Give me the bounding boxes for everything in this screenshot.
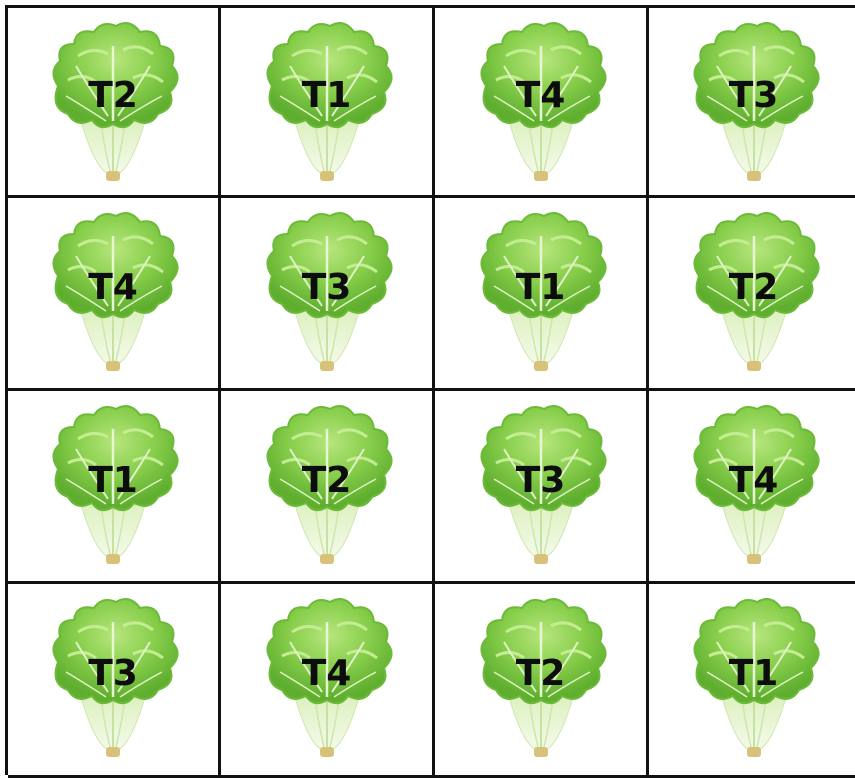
treatment-label: T1 — [88, 460, 138, 501]
grid-cell-r3-c2: T2 — [221, 391, 435, 584]
treatment-label: T2 — [729, 267, 779, 308]
treatment-label: T1 — [302, 75, 352, 116]
grid-cell-r4-c3: T2 — [435, 584, 649, 778]
treatment-label: T4 — [88, 267, 138, 308]
grid-cell-r1-c2: T1 — [221, 8, 435, 198]
treatment-label: T3 — [88, 653, 138, 694]
grid-cell-r2-c2: T3 — [221, 198, 435, 391]
grid-cell-r4-c1: T3 — [8, 584, 221, 778]
grid-cell-r3-c1: T1 — [8, 391, 221, 584]
treatment-label: T4 — [302, 653, 352, 694]
treatment-label: T2 — [516, 653, 566, 694]
treatment-label: T3 — [302, 267, 352, 308]
treatment-label: T1 — [729, 653, 779, 694]
treatment-label: T1 — [516, 267, 566, 308]
grid-cell-r3-c3: T3 — [435, 391, 649, 584]
grid-cell-r2-c3: T1 — [435, 198, 649, 391]
treatment-label: T3 — [729, 75, 779, 116]
grid-cell-r2-c1: T4 — [8, 198, 221, 391]
treatment-grid: T2 T1 T4 T3 T4 T3 T1 T2 T1 T2 T3 — [5, 5, 855, 775]
grid-cell-r3-c4: T4 — [649, 391, 855, 584]
treatment-label: T4 — [729, 460, 779, 501]
treatment-label: T3 — [516, 460, 566, 501]
treatment-label: T4 — [516, 75, 566, 116]
grid-cell-r2-c4: T2 — [649, 198, 855, 391]
treatment-label: T2 — [88, 75, 138, 116]
grid-cell-r1-c1: T2 — [8, 8, 221, 198]
grid-cell-r1-c4: T3 — [649, 8, 855, 198]
grid-cell-r1-c3: T4 — [435, 8, 649, 198]
treatment-label: T2 — [302, 460, 352, 501]
grid-cell-r4-c4: T1 — [649, 584, 855, 778]
grid-cell-r4-c2: T4 — [221, 584, 435, 778]
